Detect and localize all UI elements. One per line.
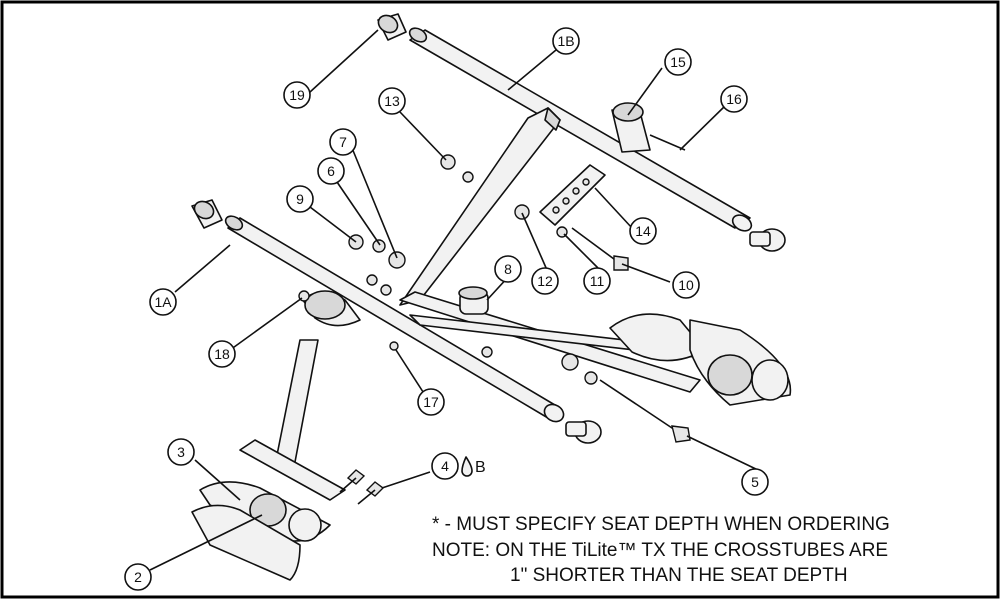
center-brace xyxy=(399,107,561,306)
callout-8: 8 xyxy=(494,255,522,283)
callout-3: 3 xyxy=(167,438,195,466)
callout-label: 14 xyxy=(635,223,651,239)
callout-label: 4 xyxy=(441,458,449,474)
callout-circle xyxy=(283,81,311,109)
washers-and-nuts xyxy=(298,154,598,385)
callout-9: 9 xyxy=(286,185,314,213)
callout-2: 2 xyxy=(124,563,152,591)
callout-1b: 1B xyxy=(552,27,580,55)
leader-lines xyxy=(149,29,759,571)
clamp-18 xyxy=(302,290,361,327)
callout-11: 11 xyxy=(583,267,611,295)
callout-label: 19 xyxy=(289,87,305,103)
callout-10: 10 xyxy=(672,271,700,299)
callout-label: 11 xyxy=(590,273,605,289)
callout-circle xyxy=(417,388,445,416)
callout-14: 14 xyxy=(629,217,657,245)
callout-circle xyxy=(317,157,345,185)
callout-circle xyxy=(672,271,700,299)
callout-circle xyxy=(378,87,406,115)
callout-15: 15 xyxy=(664,48,692,76)
callout-label: 1B xyxy=(557,33,574,49)
crosstube-1b xyxy=(408,27,753,232)
callout-label: 9 xyxy=(296,191,304,207)
callout-circle xyxy=(720,85,748,113)
callout-label: 5 xyxy=(751,474,759,490)
callout-label: 16 xyxy=(726,91,742,107)
lower-tube xyxy=(275,339,319,463)
note-line-1: * - MUST SPECIFY SEAT DEPTH WHEN ORDERIN… xyxy=(432,514,890,535)
callout-18: 18 xyxy=(208,340,236,368)
callout-circle xyxy=(286,185,314,213)
callout-circle xyxy=(431,452,459,480)
callout-circle xyxy=(629,217,657,245)
callout-circle xyxy=(583,267,611,295)
callout-circle xyxy=(329,128,357,156)
lower-clamp-assembly xyxy=(191,439,346,581)
callout-12: 12 xyxy=(531,267,559,295)
callout-circle xyxy=(494,255,522,283)
crosstube-1a xyxy=(224,215,565,423)
drop-icon xyxy=(461,456,473,477)
end-cap-19 xyxy=(377,13,407,41)
callout-17: 17 xyxy=(417,388,445,416)
callout-circle xyxy=(664,48,692,76)
callout-6: 6 xyxy=(317,157,345,185)
callout-label: 18 xyxy=(214,346,230,362)
bolt-10 xyxy=(571,227,629,271)
callout-1a: 1A xyxy=(149,288,177,316)
note-line-3: 1" SHORTER THAN THE SEAT DEPTH xyxy=(510,565,848,586)
callout-16: 16 xyxy=(720,85,748,113)
callout-label: 3 xyxy=(177,444,185,460)
callout-circle xyxy=(149,288,177,316)
callout-label: 15 xyxy=(670,54,686,70)
callout-5: 5 xyxy=(741,468,769,496)
slotted-plate-14 xyxy=(539,164,606,226)
callout-circle xyxy=(208,340,236,368)
end-cap-1a xyxy=(191,199,223,229)
callout-circle xyxy=(741,468,769,496)
callout-label: 17 xyxy=(423,394,439,410)
callout-suffix: B xyxy=(475,459,486,476)
screws-4 xyxy=(339,469,385,505)
callout-label: 7 xyxy=(339,134,347,150)
callout-label: 1A xyxy=(154,294,172,310)
pin-16 xyxy=(649,134,686,151)
callout-circle xyxy=(124,563,152,591)
callout-circle xyxy=(531,267,559,295)
callout-circle xyxy=(167,438,195,466)
callout-label: 8 xyxy=(504,261,512,277)
callout-13: 13 xyxy=(378,87,406,115)
callout-label: 2 xyxy=(134,569,142,585)
callout-label: 13 xyxy=(384,93,400,109)
end-plug-1b xyxy=(749,228,786,252)
callout-label: 6 xyxy=(327,163,335,179)
callout-19: 19 xyxy=(283,81,311,109)
callout-label: 10 xyxy=(678,277,694,293)
right-clamp-assembly xyxy=(609,313,792,406)
note-line-2: NOTE: ON THE TiLite™ TX THE CROSSTUBES A… xyxy=(432,540,888,561)
callout-7: 7 xyxy=(329,128,357,156)
callout-label: 12 xyxy=(537,273,553,289)
sleeve-15 xyxy=(611,102,651,153)
end-plug-1a xyxy=(565,420,602,444)
spacer-8 xyxy=(458,286,489,315)
bolt-5 xyxy=(599,379,691,443)
callout-circle xyxy=(552,27,580,55)
